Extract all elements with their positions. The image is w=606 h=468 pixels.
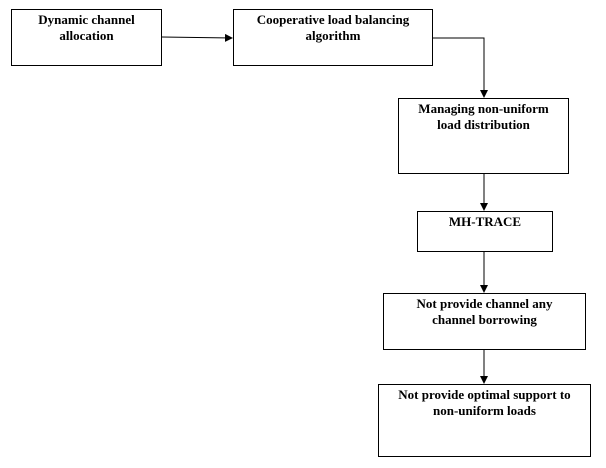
managing-non-uniform-load-box: Managing non-uniform load distribution <box>398 98 569 174</box>
box-label-line: Managing non-uniform <box>418 101 549 116</box>
box-label-line: Dynamic channel <box>38 12 135 27</box>
no-optimal-support-box: Not provide optimal support to non-unifo… <box>378 384 591 457</box>
box-label-line: allocation <box>59 28 114 43</box>
mh-trace-box: MH-TRACE <box>417 211 553 252</box>
box-label-line: MH-TRACE <box>448 214 522 229</box>
box-label-line: Cooperative load balancing <box>256 12 410 27</box>
dynamic-channel-allocation-box: Dynamic channel allocation <box>11 9 162 66</box>
arrow-cooperative-to-managing <box>433 37 488 98</box>
box-label-line: Not provide channel any <box>416 296 553 311</box>
no-channel-borrowing-box: Not provide channel any channel borrowin… <box>383 293 586 350</box>
box-label-line: load distribution <box>437 117 530 132</box>
box-label-line: non-uniform loads <box>433 403 536 418</box>
box-label-line: channel borrowing <box>432 312 537 327</box>
box-label-line: Not provide optimal support to <box>398 387 571 402</box>
box-label-line: algorithm <box>305 28 361 43</box>
cooperative-load-balancing-box: Cooperative load balancing algorithm <box>233 9 433 66</box>
arrow-allocation-to-cooperative <box>161 33 233 42</box>
